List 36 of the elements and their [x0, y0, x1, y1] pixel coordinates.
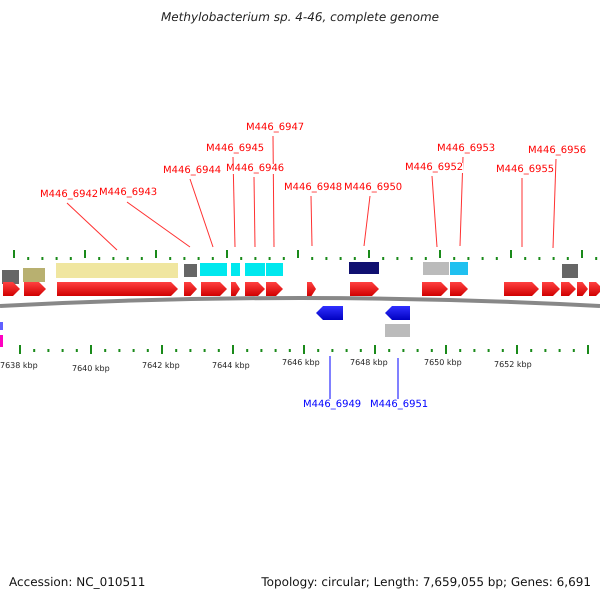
leader-line	[190, 178, 214, 248]
leader-line	[432, 176, 438, 248]
leader-line	[66, 202, 118, 250]
leader-line	[272, 136, 274, 248]
scale-label: 7644 kbp	[212, 362, 250, 370]
scale-label: 7650 kbp	[424, 359, 462, 367]
gene-label: M446_6950	[344, 183, 402, 193]
gene-label: M446_6942	[40, 190, 98, 200]
scale-label: 7642 kbp	[142, 362, 180, 370]
leader-line	[310, 196, 312, 246]
gene-label: M446_6955	[496, 165, 554, 175]
gene-label: M446_6953	[437, 144, 496, 154]
gene-label: M446_6949	[303, 400, 362, 410]
gene-label: M446_6946	[226, 164, 284, 174]
scale-label: 7652 kbp	[494, 361, 532, 369]
scale-label: 7648 kbp	[350, 359, 388, 367]
accession-text: Accession: NC_010511	[9, 576, 146, 588]
gene-label: M446_6945	[206, 144, 264, 154]
leader-line	[126, 202, 190, 248]
leader-line	[254, 176, 256, 248]
scale-label: 7640 kbp	[72, 365, 110, 373]
gene-label: M446_6952	[405, 163, 464, 173]
gene-label: M446_6956	[528, 146, 586, 156]
gene-label: M446_6944	[163, 166, 222, 176]
gene-label: M446_6943	[99, 188, 158, 198]
leader-line	[364, 196, 370, 246]
leader-line	[460, 156, 464, 246]
leader-line	[552, 158, 556, 248]
gene-label: M446_6948	[284, 183, 342, 193]
gene-label: M446_6947	[246, 123, 304, 133]
scale-label: 7638 kbp	[0, 362, 38, 370]
diagram-title: Methylobacterium sp. 4-46, complete genome	[160, 11, 440, 23]
leader-line	[232, 156, 236, 248]
gene-label: M446_6951	[370, 400, 428, 410]
scale-label: 7646 kbp	[282, 359, 320, 367]
genome-info-text: Topology: circular; Length: 7,659,055 bp; Genes: 6,691	[261, 576, 591, 588]
